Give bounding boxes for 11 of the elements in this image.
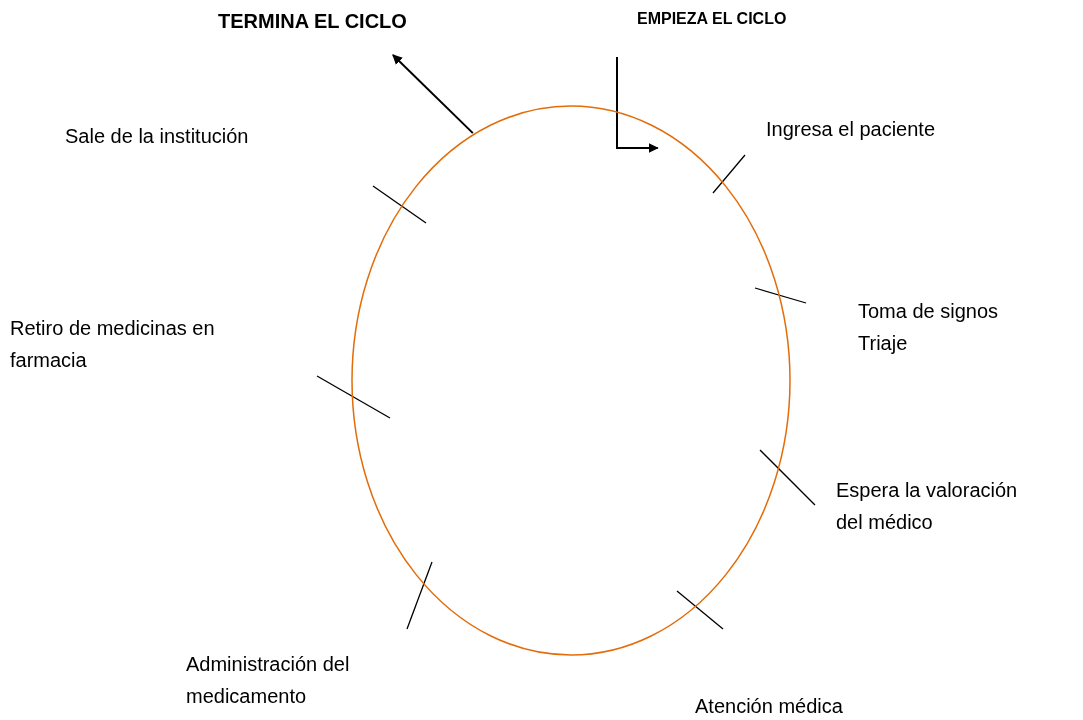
end-heading: TERMINA EL CICLO <box>218 10 473 40</box>
step-label: Retiro de medicinas en farmacia <box>10 317 215 371</box>
step-label: Ingresa el paciente <box>766 118 935 140</box>
step-label: Sale de la institución <box>65 125 249 147</box>
start-heading: EMPIEZA EL CICLO <box>637 10 862 34</box>
step-label: Atención médica <box>695 695 843 717</box>
step-label: Toma de signos Triaje <box>858 300 999 354</box>
step-label: Administración del medicamento <box>186 653 350 707</box>
step-label: Espera la valoración del médico <box>836 479 1018 533</box>
arrow <box>616 56 659 153</box>
arrow <box>391 54 474 135</box>
